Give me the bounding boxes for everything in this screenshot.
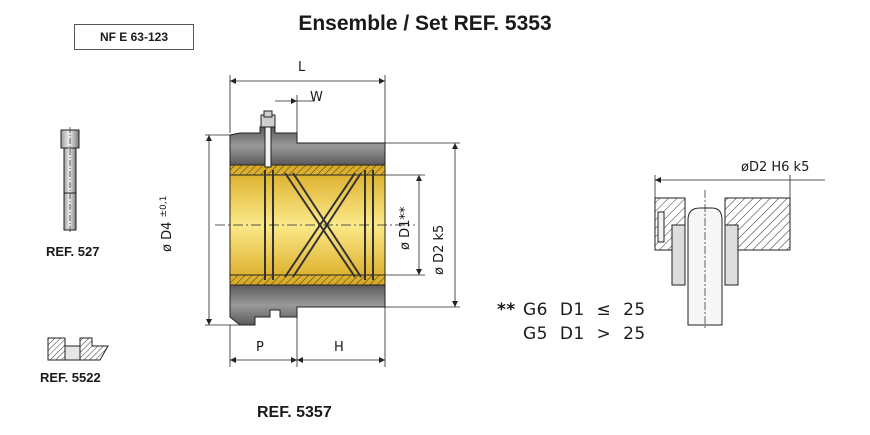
ref-screw: REF. 527 [46,244,100,259]
dim-W: W [310,90,323,105]
dim-P: P [256,340,264,355]
washer-drawing [47,337,109,361]
dim-D4: ø D4 ±0,1 [159,195,175,252]
bushing-drawing [205,75,460,367]
dim-mount: øD2 H6 k5 [741,160,810,175]
dim-D1: ø D1** [398,206,413,250]
ref-washer: REF. 5522 [40,370,101,385]
screw-drawing [60,127,80,233]
dim-H: H [334,340,344,355]
tolerance-note-2: G5 D1 > 25 [523,324,646,344]
ref-bushing: REF. 5357 [257,404,332,421]
mounting-drawing [654,175,825,330]
tolerance-note-1: **G6 D1 ≤ 25 [497,300,646,320]
page-title: Ensemble / Set REF. 5353 [298,12,552,35]
standard-label: NF E 63-123 [74,24,194,50]
dim-L: L [298,60,306,75]
dim-D2: ø D2 k5 [432,224,447,275]
